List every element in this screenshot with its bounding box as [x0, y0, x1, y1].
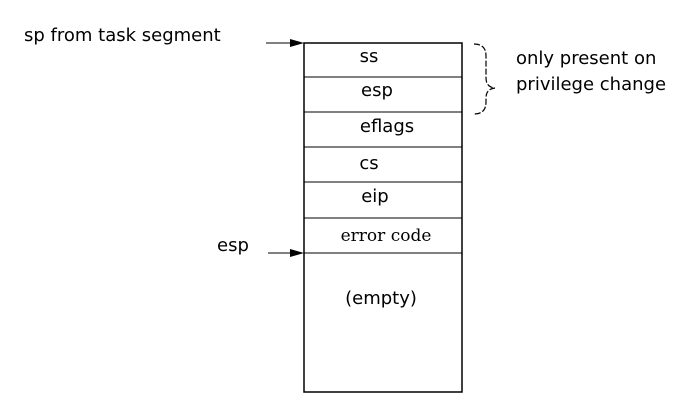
cell-empty-label: (empty) — [345, 288, 417, 309]
task-sp-arrow — [266, 39, 304, 47]
cell-error-code-label: error code — [340, 226, 432, 246]
esp-arrow — [268, 249, 304, 257]
task-sp-label: sp from task segment — [24, 25, 221, 46]
annotation-line-1: only present on — [516, 48, 657, 69]
privilege-change-brace — [473, 43, 496, 115]
cell-cs-label: cs — [359, 153, 379, 174]
esp-pointer-label: esp — [217, 235, 249, 256]
cell-ss-label: ss — [359, 46, 379, 67]
cell-eip-label: eip — [361, 186, 389, 207]
cell-eflags-label: eflags — [359, 116, 415, 137]
annotation-line-2: privilege change — [516, 74, 667, 95]
cell-esp-label: esp — [361, 80, 393, 101]
